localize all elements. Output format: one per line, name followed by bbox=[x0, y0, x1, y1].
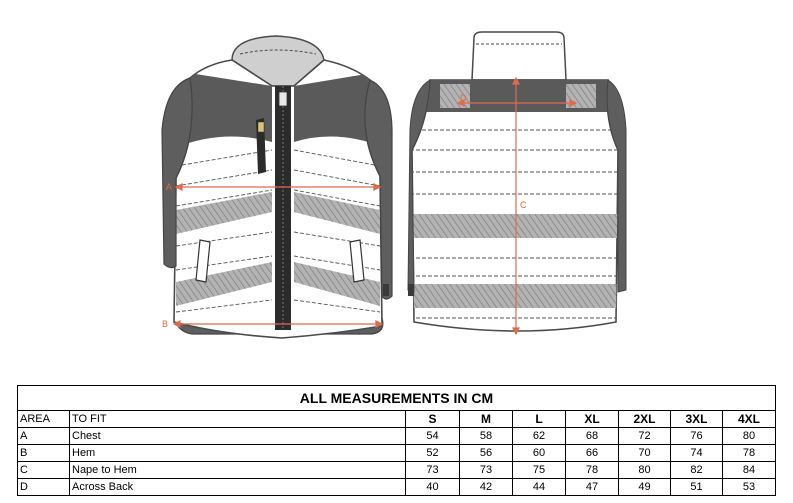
value-cell: 72 bbox=[618, 427, 671, 445]
measurement-lines bbox=[172, 76, 578, 336]
col-header-2xl: 2XL bbox=[618, 410, 671, 428]
col-header-s: S bbox=[405, 410, 460, 428]
value-cell: 74 bbox=[670, 444, 723, 462]
value-cell: 52 bbox=[405, 444, 460, 462]
table-title: ALL MEASUREMENTS IN CM bbox=[17, 385, 776, 411]
value-cell: 40 bbox=[405, 478, 460, 496]
value-cell: 47 bbox=[565, 478, 619, 496]
value-cell: 51 bbox=[670, 478, 723, 496]
value-cell: 58 bbox=[459, 427, 513, 445]
table-row: A Chest 54 58 62 68 72 76 80 bbox=[17, 427, 776, 445]
fit-cell: Hem bbox=[69, 444, 406, 462]
vest-front-view bbox=[161, 35, 393, 339]
value-cell: 60 bbox=[512, 444, 566, 462]
fit-cell: Chest bbox=[69, 427, 406, 445]
value-cell: 75 bbox=[512, 461, 566, 479]
area-cell: D bbox=[17, 478, 70, 496]
area-cell: B bbox=[17, 444, 70, 462]
value-cell: 78 bbox=[722, 444, 776, 462]
value-cell: 68 bbox=[565, 427, 619, 445]
value-cell: 80 bbox=[618, 461, 671, 479]
marker-a: A bbox=[166, 182, 172, 192]
table-header-row: AREA TO FIT S M L XL 2XL 3XL 4XL bbox=[17, 410, 776, 428]
vest-technical-drawing: A B C D bbox=[161, 31, 627, 339]
marker-d: D bbox=[460, 93, 467, 103]
col-header-area: AREA bbox=[17, 410, 70, 428]
area-cell: C bbox=[17, 461, 70, 479]
value-cell: 84 bbox=[722, 461, 776, 479]
size-chart-table: ALL MEASUREMENTS IN CM AREA TO FIT S M L… bbox=[17, 385, 776, 496]
fit-cell: Nape to Hem bbox=[69, 461, 406, 479]
value-cell: 80 bbox=[722, 427, 776, 445]
col-header-4xl: 4XL bbox=[722, 410, 776, 428]
marker-b: B bbox=[162, 319, 168, 329]
fit-cell: Across Back bbox=[69, 478, 406, 496]
marker-c: C bbox=[520, 200, 527, 210]
area-cell: A bbox=[17, 427, 70, 445]
value-cell: 70 bbox=[618, 444, 671, 462]
value-cell: 73 bbox=[405, 461, 460, 479]
value-cell: 42 bbox=[459, 478, 513, 496]
value-cell: 76 bbox=[670, 427, 723, 445]
col-header-l: L bbox=[512, 410, 566, 428]
col-header-xl: XL bbox=[565, 410, 619, 428]
value-cell: 49 bbox=[618, 478, 671, 496]
table-row: D Across Back 40 42 44 47 49 51 53 bbox=[17, 478, 776, 496]
value-cell: 73 bbox=[459, 461, 513, 479]
col-header-to-fit: TO FIT bbox=[69, 410, 406, 428]
value-cell: 53 bbox=[722, 478, 776, 496]
value-cell: 66 bbox=[565, 444, 619, 462]
value-cell: 82 bbox=[670, 461, 723, 479]
value-cell: 44 bbox=[512, 478, 566, 496]
value-cell: 62 bbox=[512, 427, 566, 445]
value-cell: 56 bbox=[459, 444, 513, 462]
table-row: B Hem 52 56 60 66 70 74 78 bbox=[17, 444, 776, 462]
vest-back-view bbox=[407, 31, 627, 332]
col-header-m: M bbox=[459, 410, 513, 428]
value-cell: 78 bbox=[565, 461, 619, 479]
value-cell: 54 bbox=[405, 427, 460, 445]
col-header-3xl: 3XL bbox=[670, 410, 723, 428]
table-row: C Nape to Hem 73 73 75 78 80 82 84 bbox=[17, 461, 776, 479]
